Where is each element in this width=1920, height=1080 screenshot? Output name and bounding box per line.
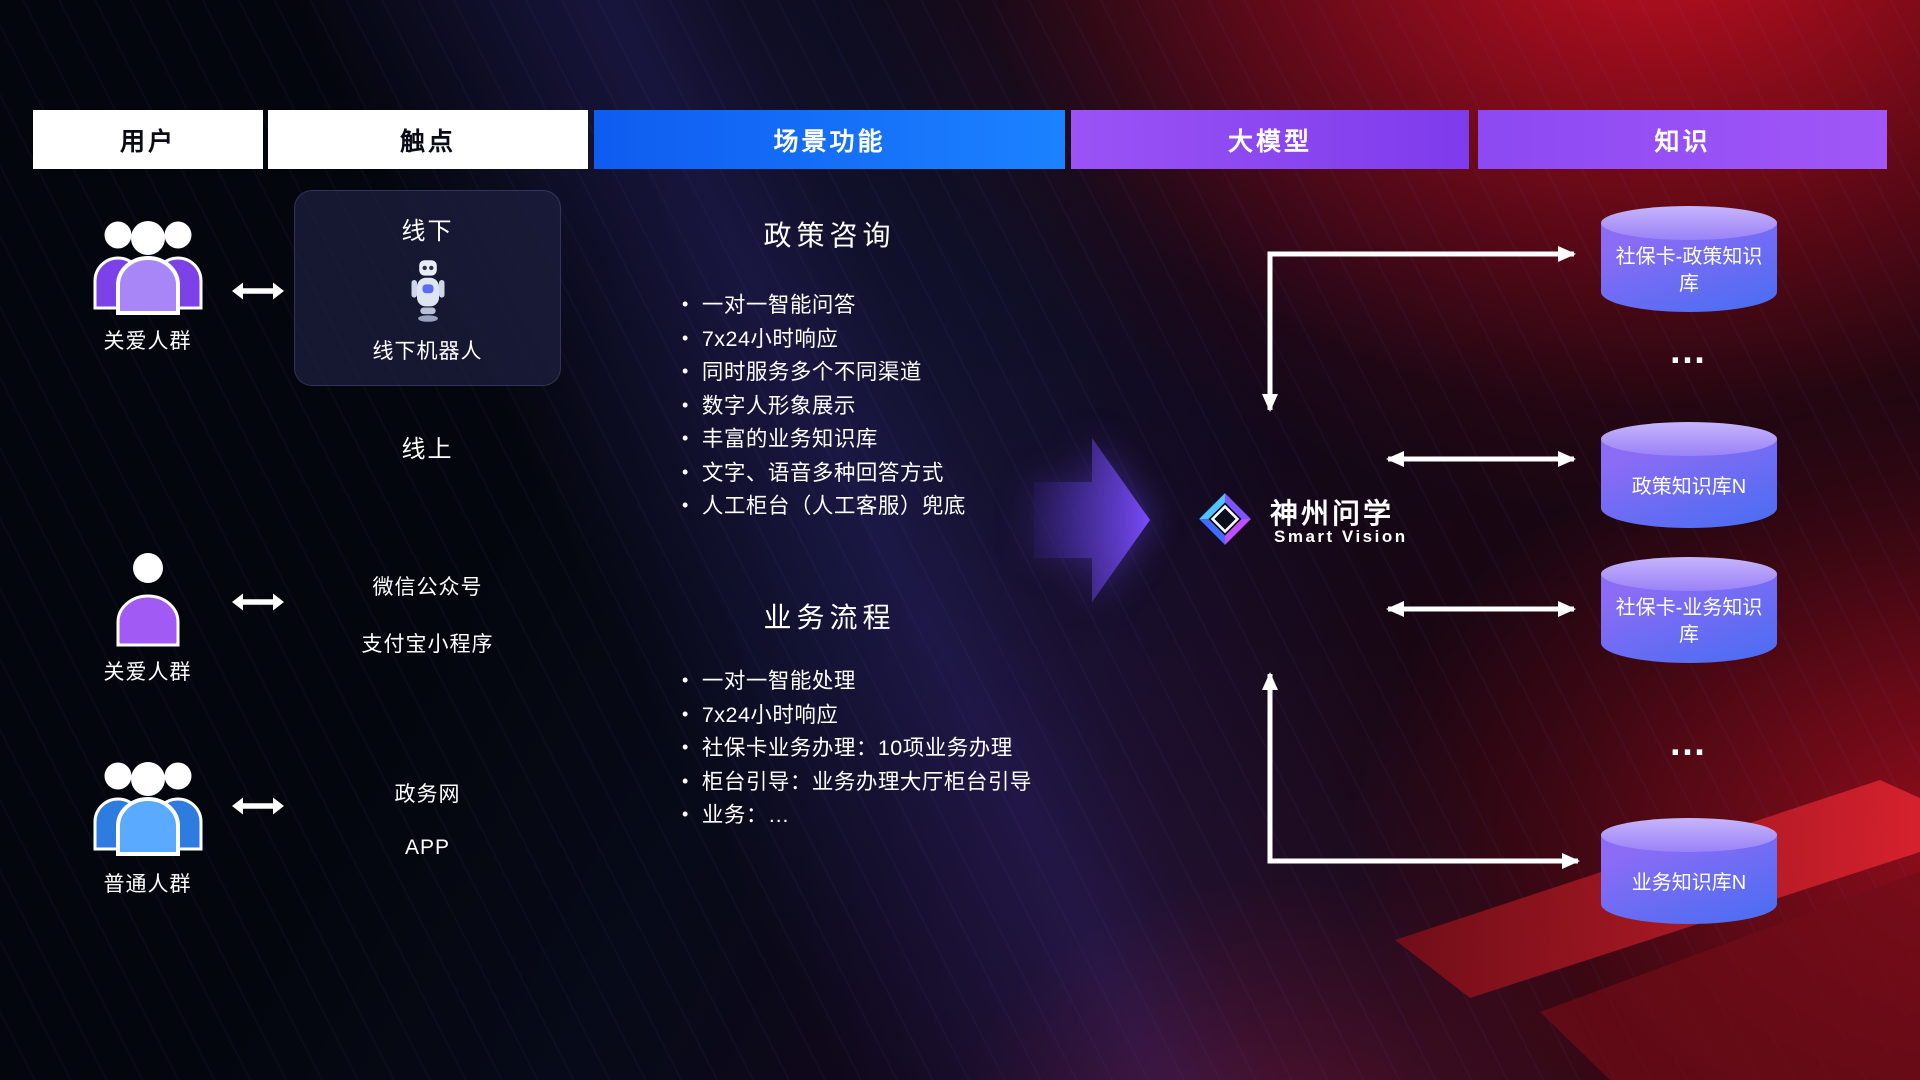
scenario-bullet: 7x24小时响应 <box>682 323 966 357</box>
offline-robot-caption: 线下机器人 <box>372 340 483 363</box>
column-header-knowledge: 知识 <box>1478 110 1887 169</box>
scenario-bullet: 一对一智能处理 <box>682 665 1032 699</box>
bidirectional-arrow-icon <box>232 593 284 611</box>
single-person-purple-icon <box>116 553 179 647</box>
cylinder-top <box>1601 422 1777 456</box>
robot-icon <box>411 259 444 322</box>
scenario-bullet: 一对一智能问答 <box>682 289 966 323</box>
brand-logo-diamond-icon <box>1199 493 1251 545</box>
knowledge-db-label: 政策知识库N <box>1631 475 1747 498</box>
ellipsis-more-dbs: … <box>1668 330 1710 372</box>
user-group-care-1: 关爱人群 <box>60 210 235 355</box>
scenario-bullet: 数字人形象展示 <box>682 390 966 424</box>
knowledge-db-label: 社保卡-政策知识库 <box>1615 246 1763 295</box>
scenario-bullet: 同时服务多个不同渠道 <box>682 356 966 390</box>
offline-touchpoint-card: 线下 线下机器人 <box>294 190 561 386</box>
knowledge-db-business-n: 业务知识库N <box>1601 818 1777 924</box>
online-title: 线上 <box>401 436 454 463</box>
brand-name: 神州问学 <box>1270 498 1395 529</box>
group-people-purple-icon <box>93 221 202 315</box>
business-bullet-list: 一对一智能处理 7x24小时响应 社保卡业务办理：10项业务办理 柜台引导：业务… <box>682 665 1032 833</box>
user-group-care-2: 关爱人群 <box>60 551 235 686</box>
scenario-bullet: 社保卡业务办理：10项业务办理 <box>682 732 1032 766</box>
channel-app: APP <box>404 836 451 859</box>
brand-subtitle: Smart Vision <box>1274 527 1408 546</box>
scenario-bullet: 7x24小时响应 <box>682 699 1032 733</box>
offline-title: 线下 <box>401 218 454 245</box>
ellipsis-more-dbs: … <box>1668 722 1710 764</box>
channel-gov-web: 政务网 <box>394 783 461 806</box>
scenario-title-policy: 政策咨询 <box>763 220 896 251</box>
user-group-general: 普通人群 <box>60 749 235 898</box>
scenario-bullet: 人工柜台（人工客服）兜底 <box>682 490 966 524</box>
scenario-bullet: 业务：… <box>682 799 1032 833</box>
knowledge-db-social-policy: 社保卡-政策知识库 <box>1601 206 1777 312</box>
knowledge-db-policy-n: 政策知识库N <box>1601 422 1777 528</box>
bidirectional-arrow-icon <box>232 797 284 815</box>
knowledge-db-social-business: 社保卡-业务知识库 <box>1601 557 1777 663</box>
column-header-scene-functions: 场景功能 <box>594 110 1065 169</box>
user-label: 关爱人群 <box>103 661 192 684</box>
flow-arrow-right-icon <box>1034 438 1150 602</box>
policy-bullet-list: 一对一智能问答 7x24小时响应 同时服务多个不同渠道 数字人形象展示 丰富的业… <box>682 289 966 524</box>
cylinder-top <box>1601 206 1777 240</box>
channel-alipay: 支付宝小程序 <box>361 633 494 656</box>
scenario-bullet: 柜台引导：业务办理大厅柜台引导 <box>682 766 1032 800</box>
user-label: 关爱人群 <box>103 330 192 353</box>
group-people-blue-icon <box>93 762 202 856</box>
user-label: 普通人群 <box>103 873 192 896</box>
knowledge-db-label: 业务知识库N <box>1631 871 1747 894</box>
channel-wechat: 微信公众号 <box>372 576 483 599</box>
bidirectional-arrow-icon <box>232 282 284 300</box>
scenario-bullet: 文字、语音多种回答方式 <box>682 457 966 491</box>
cylinder-top <box>1601 557 1777 591</box>
column-header-users: 用户 <box>33 110 263 169</box>
scenario-title-business: 业务流程 <box>763 602 896 633</box>
column-header-large-model: 大模型 <box>1071 110 1469 169</box>
knowledge-db-label: 社保卡-业务知识库 <box>1615 597 1763 646</box>
scenario-bullet: 丰富的业务知识库 <box>682 423 966 457</box>
column-header-touchpoints: 触点 <box>268 110 588 169</box>
